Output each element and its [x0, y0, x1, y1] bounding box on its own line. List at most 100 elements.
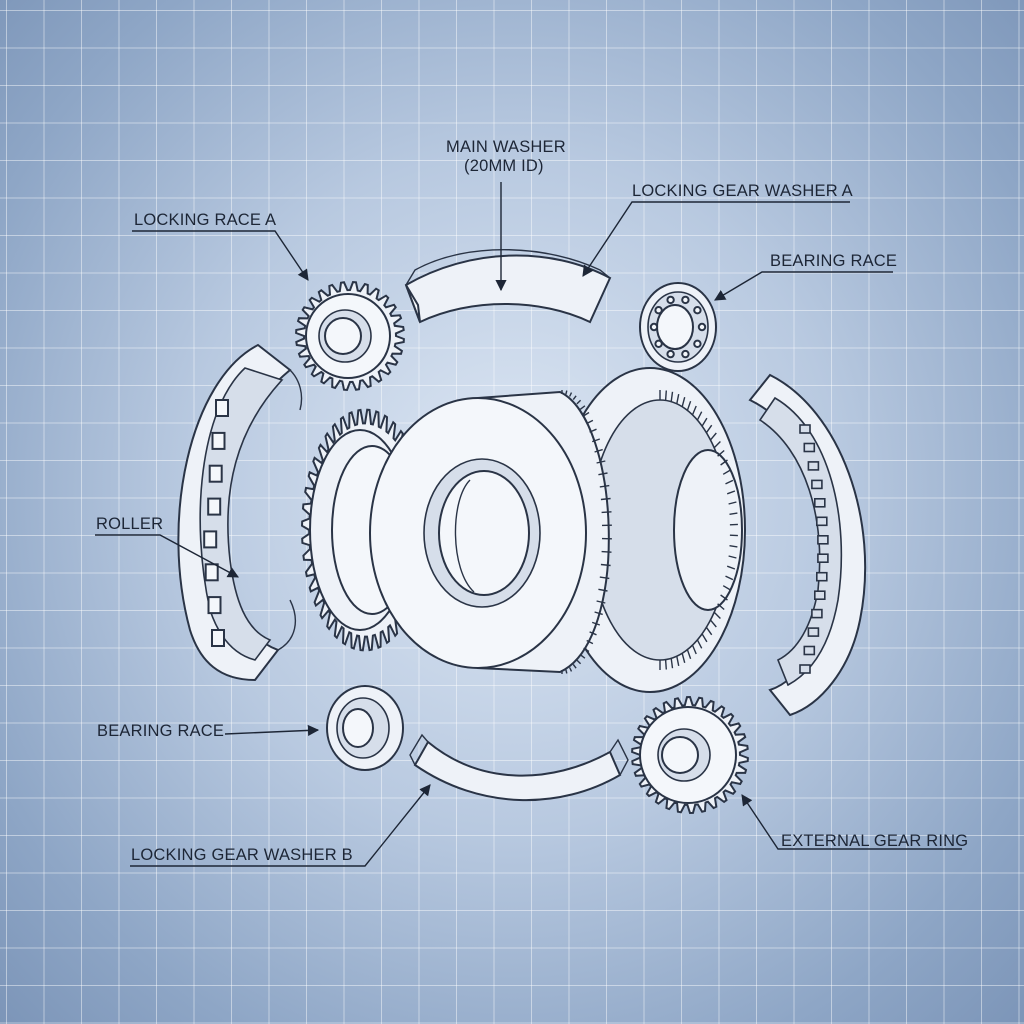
- hub-tooth: [576, 399, 582, 405]
- disc-tooth: [664, 390, 667, 401]
- bearing-race-bottom: [326, 685, 404, 771]
- roller-element: [208, 464, 223, 483]
- bearing-ball: [666, 295, 675, 305]
- disc-tooth: [705, 626, 713, 636]
- hub-tooth: [594, 448, 603, 453]
- hub-tooth: [579, 405, 586, 410]
- disc-tooth: [701, 417, 708, 427]
- hub-tooth: [565, 390, 568, 395]
- segment-tooth: [807, 461, 820, 471]
- hub-tooth: [600, 497, 611, 501]
- roller-element: [211, 629, 225, 647]
- disc-tooth: [681, 653, 686, 663]
- disc-tooth: [720, 594, 728, 601]
- hub-tooth: [596, 600, 606, 604]
- disc-tooth: [705, 424, 713, 434]
- bearing-ball: [649, 322, 659, 332]
- segment-tooth: [811, 479, 823, 490]
- roller-element: [204, 563, 219, 582]
- disc-tooth: [670, 658, 674, 669]
- roller-element: [207, 596, 222, 615]
- disc-tooth: [691, 644, 697, 655]
- hub-tooth: [572, 395, 577, 401]
- hub-tooth: [565, 669, 568, 674]
- hub-tooth: [599, 576, 610, 580]
- hub-tooth: [600, 563, 611, 567]
- disc-tooth: [720, 459, 728, 466]
- hub-tooth: [579, 654, 586, 659]
- segment-tooth: [817, 534, 829, 545]
- hub-tooth: [568, 392, 573, 397]
- segment-tooth: [813, 590, 826, 601]
- hub-tooth: [586, 639, 594, 645]
- disc-tooth: [728, 555, 737, 559]
- segment-tooth: [811, 608, 823, 619]
- disc-tooth: [717, 603, 725, 611]
- locking-gear-washer-b: [409, 733, 629, 802]
- bearing-race-top: [639, 282, 717, 372]
- label-locking-race-a: LOCKING RACE A: [134, 211, 277, 229]
- hub-tooth: [589, 631, 597, 636]
- roller-cage-right: [748, 373, 867, 717]
- bearing-ball: [693, 306, 702, 315]
- bearing-ball: [681, 295, 690, 305]
- label-locking-gear-washer-b: LOCKING GEAR WASHER B: [131, 846, 353, 864]
- segment-tooth: [815, 516, 828, 527]
- disc-tooth: [722, 585, 731, 591]
- hub-tooth: [594, 611, 603, 616]
- hub-tooth: [572, 663, 577, 669]
- hub-tooth: [601, 550, 612, 553]
- segment-tooth: [803, 442, 816, 453]
- hub-tooth: [596, 460, 606, 464]
- hub-tooth: [583, 647, 590, 653]
- disc-tooth: [717, 449, 725, 457]
- disc-tooth: [725, 479, 734, 485]
- locking-race-a: [295, 281, 405, 391]
- label-external-gear-ring: EXTERNAL GEAR RING: [781, 832, 969, 850]
- hub-tooth: [576, 659, 582, 665]
- label-locking-gear-washer-a: LOCKING GEAR WASHER A: [632, 182, 853, 200]
- bearing-ball: [697, 322, 707, 332]
- segment-tooth: [803, 645, 816, 656]
- hub-tooth: [589, 428, 597, 433]
- disc-tooth: [725, 575, 734, 581]
- segment-tooth: [799, 424, 811, 434]
- roller-element: [215, 399, 229, 417]
- bearing-ball: [654, 339, 663, 348]
- disc-tooth: [686, 400, 692, 411]
- disc-tooth: [729, 512, 738, 515]
- disc-tooth: [701, 633, 708, 643]
- external-gear-ring: [631, 695, 749, 815]
- hub-tooth: [591, 438, 601, 443]
- hub-tooth: [586, 419, 594, 425]
- segment-tooth: [815, 571, 828, 582]
- segment-tooth: [799, 664, 811, 674]
- segment-tooth: [813, 497, 826, 508]
- roller-element: [211, 431, 226, 450]
- segment-tooth: [817, 553, 829, 564]
- disc-tooth: [676, 393, 680, 404]
- main-washer-title: MAIN WASHER: [446, 138, 566, 156]
- hub-tooth: [599, 484, 610, 488]
- segment-tooth: [807, 627, 820, 637]
- label-bearing-race-top: BEARING RACE: [770, 252, 898, 270]
- disc-tooth: [664, 659, 667, 670]
- label-bearing-race-bottom: BEARING RACE: [97, 722, 225, 740]
- disc-tooth: [709, 432, 717, 441]
- disc-tooth: [696, 411, 703, 421]
- disc-tooth: [722, 469, 731, 475]
- disc-tooth: [696, 639, 703, 649]
- disc-tooth: [713, 441, 721, 449]
- main-washer: [404, 248, 612, 324]
- disc-tooth: [726, 565, 736, 570]
- hub-tooth: [598, 472, 608, 476]
- hub-tooth: [568, 667, 573, 672]
- main-washer-spec: (20MM ID): [464, 157, 544, 175]
- central-hub: [369, 390, 612, 674]
- hub-tooth: [598, 588, 608, 592]
- roller-element: [203, 530, 218, 549]
- disc-tooth: [686, 649, 692, 660]
- disc-tooth: [676, 656, 680, 667]
